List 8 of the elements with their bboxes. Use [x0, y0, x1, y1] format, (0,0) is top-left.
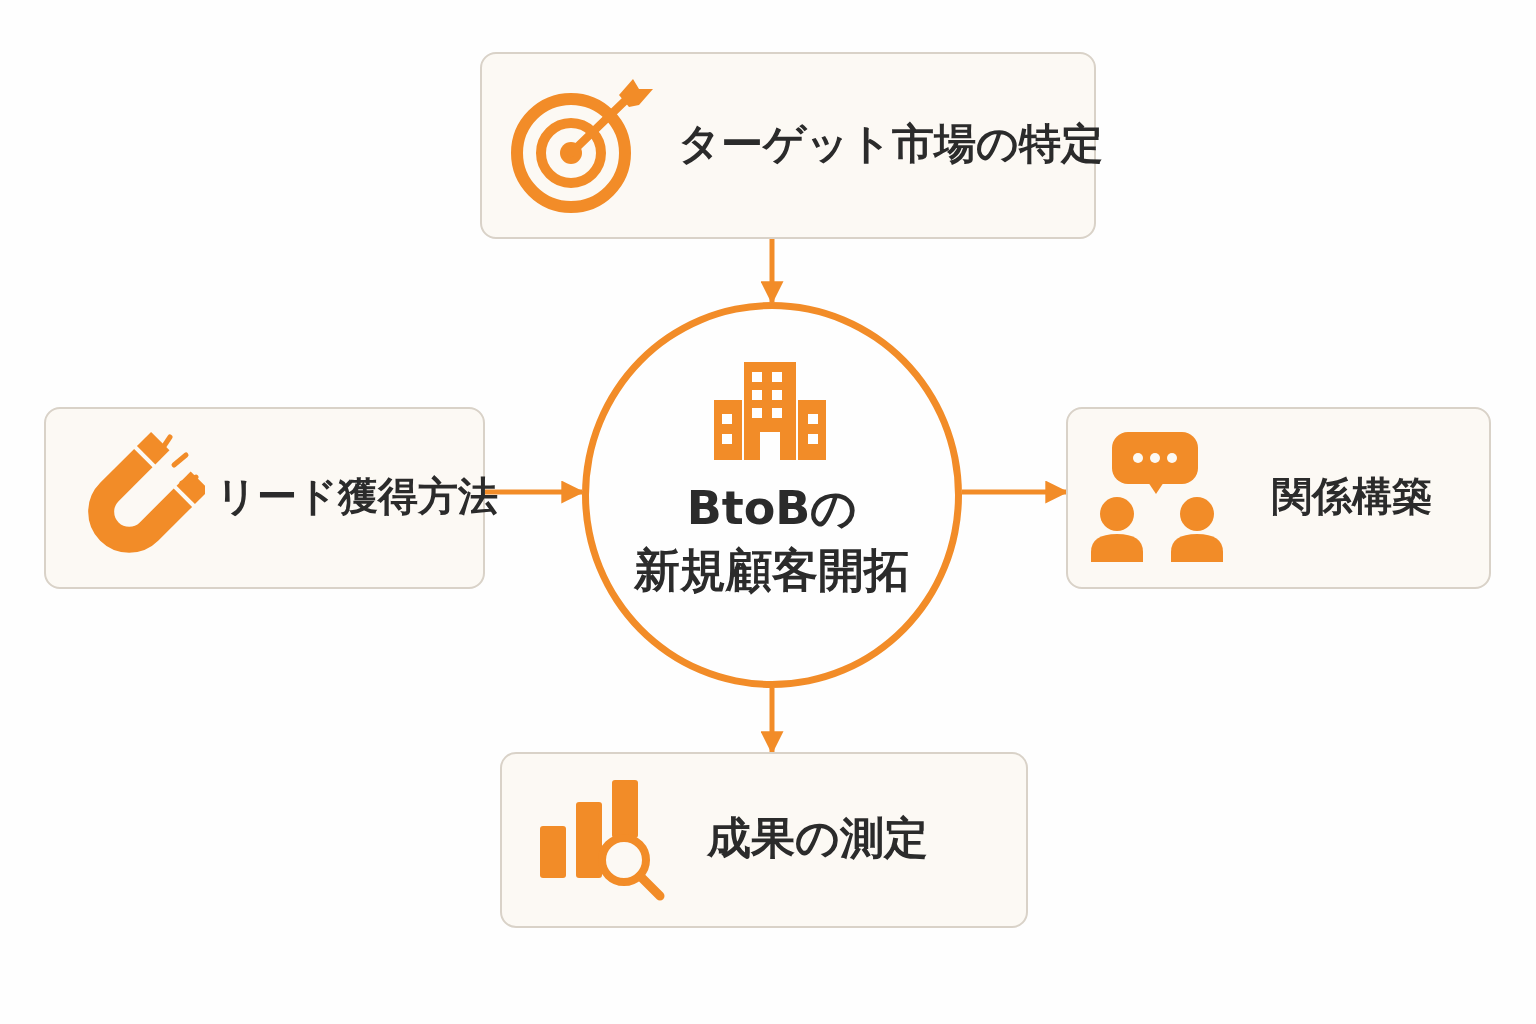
topic-label: 成果の測定: [707, 811, 928, 865]
topic-label: ターゲット市場の特定: [678, 117, 1103, 170]
arrow: [760, 688, 784, 755]
topic-box: [1066, 407, 1491, 589]
topic-label: リード獲得方法: [216, 472, 498, 521]
topic-box: [500, 752, 1028, 928]
topic-label: 関係構築: [1272, 472, 1432, 521]
hub-title: BtoBの新規顧客開拓: [633, 480, 911, 599]
